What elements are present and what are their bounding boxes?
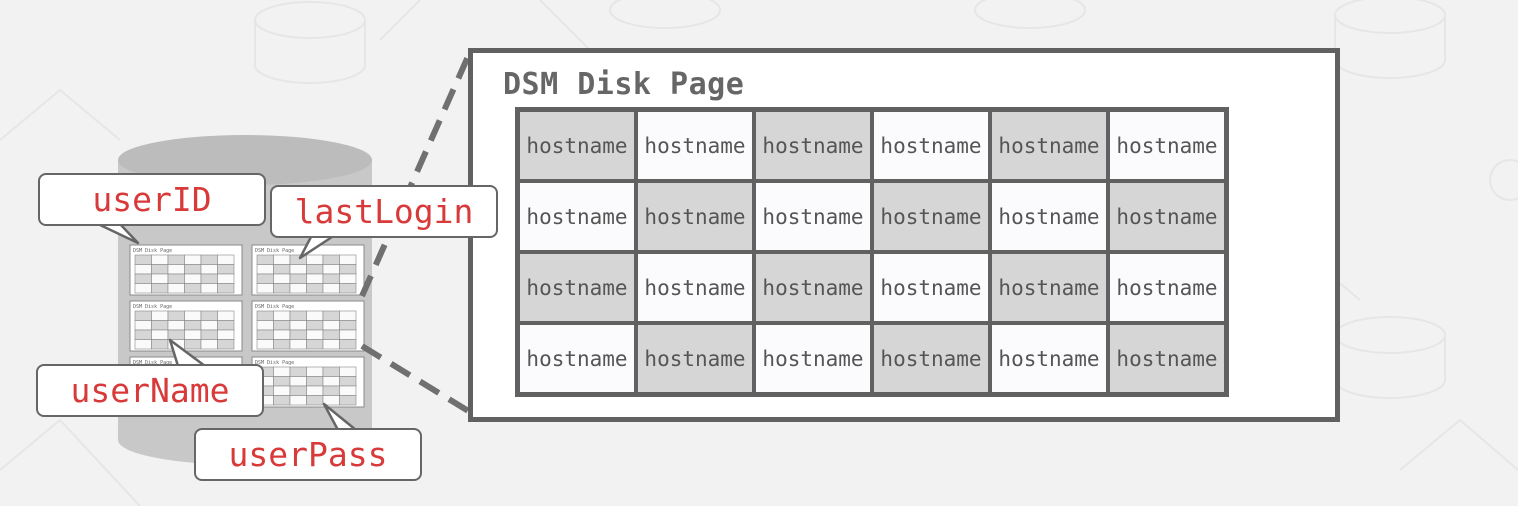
grid-cell: hostname [872, 323, 990, 394]
callout-username: userName [36, 364, 264, 417]
grid-cell: hostname [518, 110, 636, 181]
zoom-line-top [359, 50, 473, 298]
mini-disk-page: DSM Disk Page [129, 244, 243, 296]
grid-cell: hostname [754, 110, 872, 181]
mini-cell [217, 283, 235, 294]
grid-cell: hostname [990, 181, 1108, 252]
callout-lastlogin-label: lastLogin [294, 192, 474, 231]
grid-cell: hostname [990, 323, 1108, 394]
callout-username-label: userName [70, 371, 230, 410]
mini-disk-page: DSM Disk Page [251, 244, 365, 296]
grid-cell: hostname [636, 323, 754, 394]
grid-cell: hostname [754, 181, 872, 252]
grid-cell: hostname [1108, 110, 1226, 181]
page-title: DSM Disk Page [503, 67, 745, 102]
mini-page-title: DSM Disk Page [255, 248, 294, 254]
grid-cell: hostname [518, 252, 636, 323]
grid-cell: hostname [636, 181, 754, 252]
grid-cell: hostname [872, 110, 990, 181]
grid-cell: hostname [872, 181, 990, 252]
mini-cell [339, 283, 357, 294]
callout-userpass-label: userPass [228, 435, 388, 474]
mini-disk-page: DSM Disk Page [251, 356, 365, 408]
grid-cell: hostname [636, 252, 754, 323]
mini-page-title: DSM Disk Page [133, 304, 172, 310]
callout-userpass: userPass [194, 428, 422, 481]
grid-cell: hostname [754, 252, 872, 323]
callout-userid-label: userID [92, 180, 212, 219]
callout-lastlogin: lastLogin [270, 185, 498, 238]
mini-page-title: DSM Disk Page [255, 304, 294, 310]
grid-cell: hostname [872, 252, 990, 323]
mini-page-title: DSM Disk Page [255, 360, 294, 366]
grid-cell: hostname [518, 181, 636, 252]
grid-cell: hostname [990, 252, 1108, 323]
callout-userid: userID [38, 173, 266, 226]
grid-cell: hostname [636, 110, 754, 181]
zoom-line-bottom [360, 343, 472, 415]
grid-cell: hostname [754, 323, 872, 394]
mini-cell [217, 339, 235, 350]
grid-cell: hostname [518, 323, 636, 394]
mini-page-title: DSM Disk Page [133, 360, 172, 366]
grid-cell: hostname [1108, 323, 1226, 394]
grid-cell: hostname [1108, 252, 1226, 323]
grid-cell: hostname [990, 110, 1108, 181]
mini-page-title: DSM Disk Page [133, 248, 172, 254]
mini-cell [339, 339, 357, 350]
mini-disk-page: DSM Disk Page [129, 300, 243, 352]
mini-disk-page: DSM Disk Page [251, 300, 365, 352]
grid-cell: hostname [1108, 181, 1226, 252]
